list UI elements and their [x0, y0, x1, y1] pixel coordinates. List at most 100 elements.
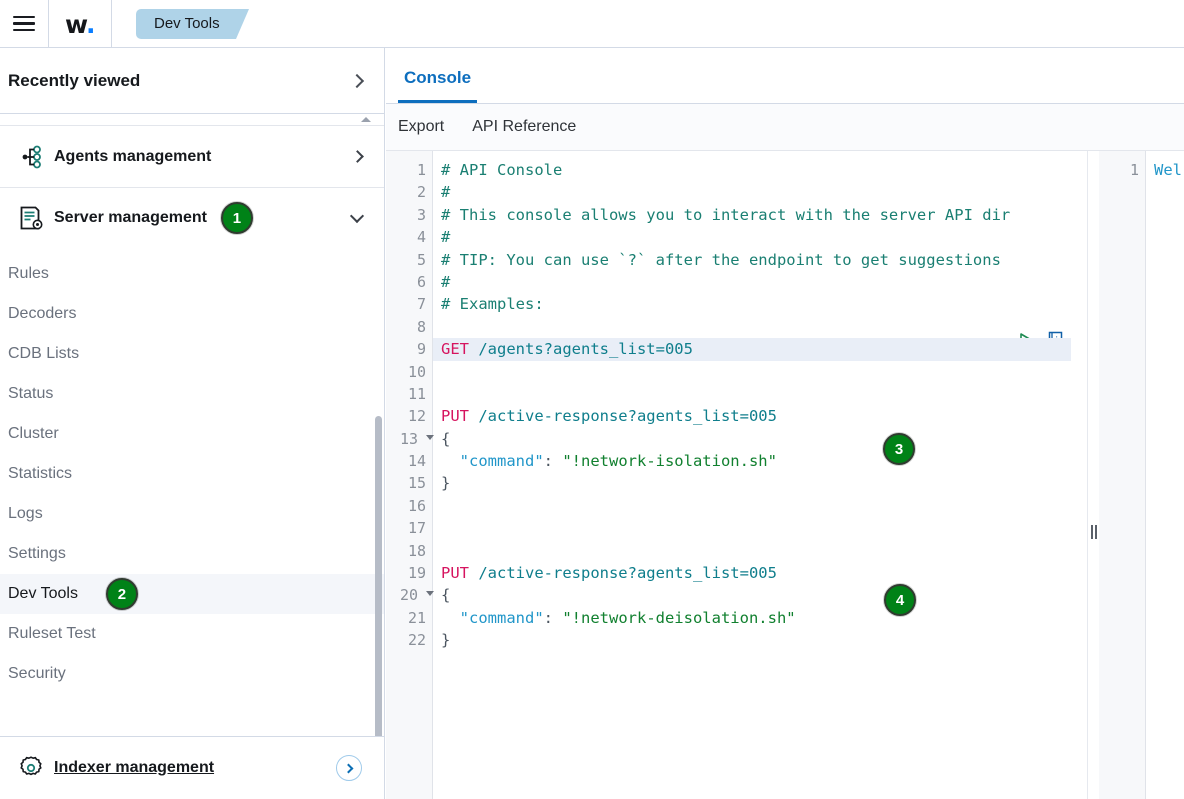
json-key: "command": [441, 608, 544, 627]
splitter-grip-icon[interactable]: [1091, 525, 1097, 539]
chevron-right-circle-icon[interactable]: [336, 755, 362, 781]
json-separator: :: [543, 608, 563, 627]
code-line[interactable]: PUT /active-response?agents_list=005: [433, 405, 1087, 427]
code-line[interactable]: #: [433, 271, 1087, 293]
output-line-number: 1: [1129, 161, 1139, 179]
sidebar-item-settings[interactable]: Settings: [0, 534, 384, 574]
code-line[interactable]: PUT /active-response?agents_list=005: [433, 562, 1087, 584]
sidebar-group-label: Server management: [54, 209, 207, 226]
output-line-numbers: 1: [1099, 151, 1146, 799]
server-document-gear-icon: [8, 204, 54, 232]
sidebar-item-status[interactable]: Status: [0, 374, 384, 414]
code-line[interactable]: [433, 383, 1087, 405]
line-number: 9: [416, 340, 426, 359]
code-line[interactable]: "command": "!network-deisolation.sh": [433, 607, 1087, 629]
code-line[interactable]: {: [433, 428, 1087, 450]
line-number: 14: [407, 452, 426, 471]
comment-text: # This console allows you to interact wi…: [441, 205, 1011, 224]
recently-viewed-section[interactable]: Recently viewed: [0, 48, 384, 114]
http-path: /active-response?agents_list=005: [469, 564, 777, 583]
code-line[interactable]: # This console allows you to interact wi…: [433, 204, 1087, 226]
line-number: 4: [416, 228, 426, 247]
hamburger-bar: [13, 22, 35, 25]
sidebar-group-label: Agents management: [54, 147, 212, 165]
json-value: "!network-isolation.sh": [562, 452, 777, 471]
hamburger-bar: [13, 28, 35, 32]
line-number: 11: [407, 384, 426, 403]
sidebar-item-label: Settings: [8, 545, 66, 562]
code-line[interactable]: # TIP: You can use `?` after the endpoin…: [433, 249, 1087, 271]
code-line[interactable]: }: [433, 629, 1087, 651]
code-line[interactable]: # Examples:: [433, 293, 1087, 315]
code-line[interactable]: [433, 361, 1087, 383]
comment-text: #: [441, 272, 451, 291]
sidebar-item-label: Status: [8, 385, 54, 402]
sidebar-item-cluster[interactable]: Cluster: [0, 414, 384, 454]
code-line[interactable]: [433, 540, 1087, 562]
code-line[interactable]: # API Console: [433, 159, 1087, 181]
code-line[interactable]: "command": "!network-isolation.sh": [433, 450, 1087, 472]
code-line[interactable]: {: [433, 584, 1087, 606]
line-number: 6: [416, 272, 426, 291]
export-button[interactable]: Export: [398, 118, 445, 135]
code-line[interactable]: [433, 495, 1087, 517]
line-number: 21: [407, 608, 426, 627]
hamburger-bar: [13, 15, 35, 19]
sidebar-item-cdb-lists[interactable]: CDB Lists: [0, 334, 384, 374]
code-line[interactable]: #: [433, 226, 1087, 248]
code-line[interactable]: [433, 517, 1087, 539]
json-brace: }: [441, 631, 451, 650]
panel-splitter[interactable]: [1087, 151, 1099, 799]
sidebar-group-server-management[interactable]: Server management 1: [0, 188, 384, 248]
breadcrumb-dev-tools[interactable]: Dev Tools: [136, 8, 249, 39]
sidebar-item-statistics[interactable]: Statistics: [0, 454, 384, 494]
fold-triangle-icon[interactable]: [426, 591, 434, 597]
code-line[interactable]: [433, 316, 1087, 338]
gear-icon: [8, 754, 54, 782]
recently-viewed-label: Recently viewed: [8, 70, 141, 90]
chevron-right-icon[interactable]: [351, 150, 364, 163]
output-code-area: Wel: [1146, 151, 1184, 799]
json-key: "command": [441, 452, 544, 471]
sidebar-item-label: CDB Lists: [8, 345, 80, 362]
code-line[interactable]: }: [433, 472, 1087, 494]
sidebar-item-rules[interactable]: Rules: [0, 254, 384, 294]
code-line[interactable]: GET /agents?agents_list=005: [433, 338, 1071, 361]
sidebar-bottom-section: Indexer management: [0, 736, 384, 799]
sidebar-group-label[interactable]: Indexer management: [54, 759, 215, 776]
sidebar-group-agents-management[interactable]: Agents management: [0, 126, 384, 188]
api-reference-button[interactable]: API Reference: [472, 118, 577, 135]
top-header: w. Dev Tools: [0, 0, 1184, 48]
sidebar-item-label: Ruleset Test: [8, 625, 96, 642]
header-divider: [48, 0, 49, 47]
tab-console[interactable]: Console: [398, 68, 478, 103]
sidebar-group-indexer-management[interactable]: Indexer management: [0, 737, 384, 799]
sidebar-item-security[interactable]: Security: [0, 654, 384, 694]
json-brace: }: [441, 474, 451, 493]
editor-code-area[interactable]: i # API Console## This console allows yo…: [433, 151, 1087, 799]
hamburger-menu-icon[interactable]: [0, 0, 48, 48]
sidebar-nav-scroll[interactable]: Agents management Server management 1: [0, 126, 384, 736]
sidebar-item-logs[interactable]: Logs: [0, 494, 384, 534]
chevron-right-icon[interactable]: [349, 73, 365, 88]
sidebar-scrollbar[interactable]: [375, 416, 382, 736]
annotation-badge-1: 1: [220, 202, 253, 234]
fold-triangle-icon[interactable]: [426, 434, 434, 440]
json-brace: {: [441, 429, 451, 448]
json-value: "!network-deisolation.sh": [562, 608, 796, 627]
sidebar-item-ruleset-test[interactable]: Ruleset Test: [0, 614, 384, 654]
sidebar-item-decoders[interactable]: Decoders: [0, 294, 384, 334]
comment-text: # Examples:: [441, 295, 544, 314]
comment-text: # API Console: [441, 161, 563, 179]
chevron-down-icon[interactable]: [349, 208, 365, 223]
line-number: 19: [407, 564, 426, 583]
wazuh-logo[interactable]: w.: [49, 0, 111, 48]
sidebar-item-label: Security: [8, 665, 66, 682]
code-line[interactable]: #: [433, 181, 1087, 203]
line-number: 12: [407, 407, 426, 426]
